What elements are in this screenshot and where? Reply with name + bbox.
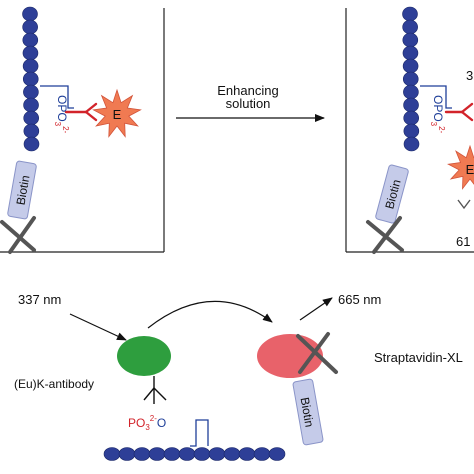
right-free-antibody-icon [457, 199, 471, 210]
right-emission-partial: 61 [456, 234, 470, 249]
bottom-scheme: 337 nm 665 nm (Eu)K-antibody PO32-O St [14, 292, 463, 461]
left-bead-chain [22, 6, 40, 152]
bead [402, 58, 419, 74]
left-panel: Biotin OPO32- E [0, 6, 165, 254]
excitation-label: 337 nm [18, 292, 61, 307]
bead [22, 58, 39, 74]
right-phosphate-label: OPO32- [429, 95, 446, 134]
bead [148, 447, 166, 461]
bead [133, 447, 151, 461]
left-antibody-icon [64, 102, 98, 122]
left-europium-label: E [113, 107, 122, 122]
bead [402, 19, 418, 35]
enhancing-label-line1: Enhancing [217, 83, 278, 98]
bead [253, 447, 271, 461]
enhancing-arrow: Enhancing solution [176, 83, 325, 122]
bead [118, 447, 136, 461]
bead [193, 447, 211, 461]
bead [403, 136, 420, 152]
left-europium-star-icon: E [92, 88, 142, 138]
emission-label: 665 nm [338, 292, 381, 307]
bottom-bead-chain [103, 447, 286, 461]
right-europium-star-icon: E [447, 144, 474, 190]
eu-antibody-disc [117, 336, 171, 376]
bead [22, 19, 38, 35]
bead [23, 84, 39, 100]
bead [103, 447, 121, 461]
bead [163, 447, 181, 461]
bead [402, 71, 419, 87]
bottom-biotin-label: Biotin [298, 396, 317, 428]
right-linker [420, 85, 452, 109]
bead [22, 71, 39, 87]
left-phosphate-label: OPO32- [53, 95, 70, 134]
bottom-phosphate-label: PO32-O [128, 414, 166, 432]
streptavidin-label: Straptavidin-XL [374, 350, 463, 365]
right-cross-icon [366, 216, 404, 254]
left-biotin-tag: Biotin [7, 160, 37, 220]
bottom-linker [190, 419, 209, 447]
eu-antibody-label: (Eu)K-antibody [14, 377, 94, 391]
emission-arrow [299, 297, 333, 321]
bead [208, 447, 226, 461]
streptavidin-cross-icon [296, 332, 338, 374]
bead [403, 97, 419, 113]
energy-transfer-arrow [147, 300, 273, 329]
eu-antibody-y-icon [143, 376, 167, 404]
bead [403, 123, 420, 139]
bead [402, 32, 419, 48]
bead [23, 123, 40, 139]
right-biotin-tag: Biotin [375, 164, 409, 224]
left-linker [40, 85, 74, 109]
bead [402, 45, 419, 61]
left-cross-icon [0, 216, 36, 254]
right-panel: Biotin OPO32- 3 E 61 [345, 6, 474, 254]
bead [23, 110, 40, 126]
bead [22, 6, 38, 22]
right-europium-label: E [466, 162, 474, 177]
bead [23, 97, 39, 113]
bead [23, 136, 40, 152]
bead [22, 45, 39, 61]
left-biotin-label: Biotin [13, 174, 32, 206]
bead [268, 447, 286, 461]
enhancing-label-line2: solution [226, 96, 271, 111]
bead [238, 447, 256, 461]
right-bead-chain [402, 6, 420, 152]
bead [403, 110, 420, 126]
right-excitation-partial: 3 [466, 68, 473, 83]
bead [223, 447, 241, 461]
bead [178, 447, 196, 461]
right-antibody-icon [444, 102, 474, 122]
bead [22, 32, 39, 48]
excitation-arrow [69, 313, 127, 341]
bottom-biotin-tag: Biotin [292, 378, 324, 446]
bead [403, 84, 419, 100]
bead [402, 6, 418, 22]
